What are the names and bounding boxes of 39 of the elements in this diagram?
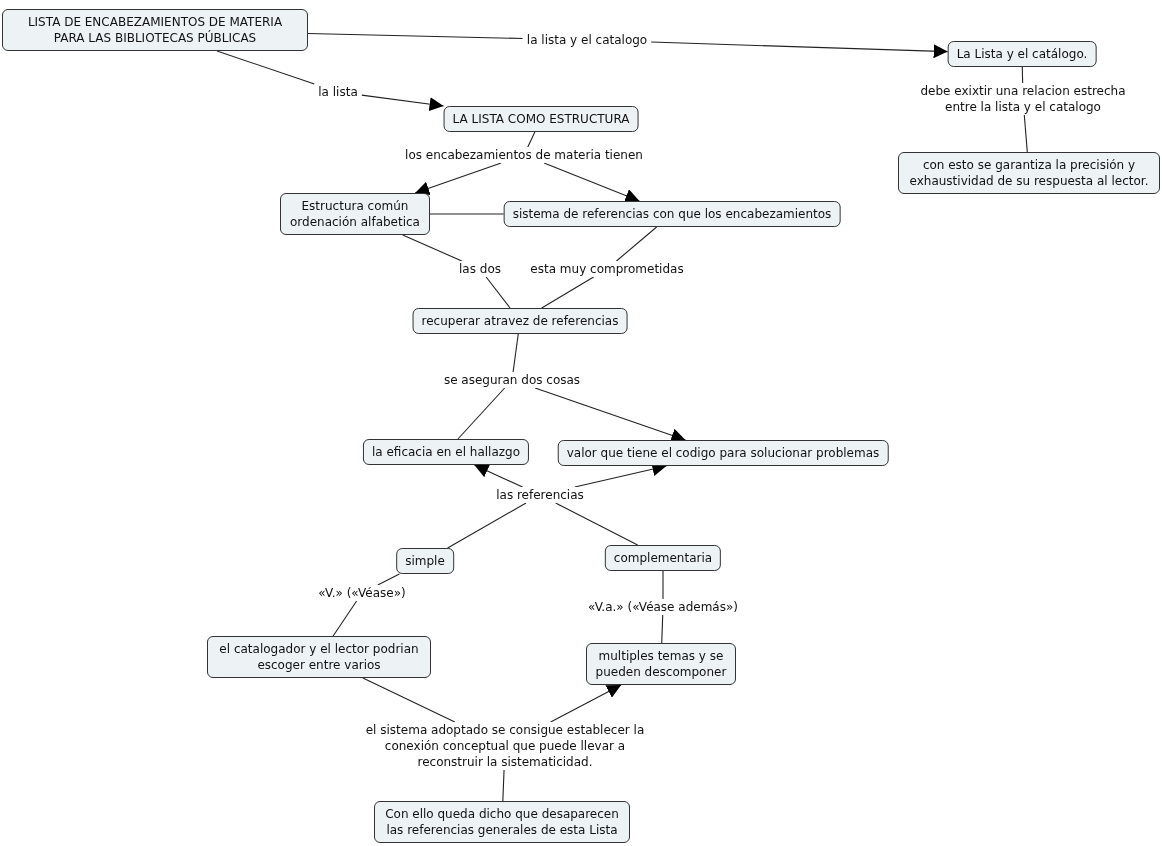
concept-box: simple — [396, 548, 454, 574]
concept-box: Estructura común ordenación alfabetica — [280, 193, 430, 235]
concept-box: el catalogador y el lector podrian escoger entre varios — [207, 636, 431, 678]
connector-line — [307, 33, 524, 40]
concept-box: con esto se garantiza la precisión y exhaustividad de su respuesta al lector. — [898, 152, 1160, 194]
connector-line — [502, 769, 505, 802]
connector-line — [661, 614, 664, 644]
connector-line — [527, 131, 536, 148]
connector-line — [457, 387, 506, 440]
connector-line — [555, 502, 639, 546]
connector-line — [541, 276, 595, 309]
concept-box: Con ello queda dicho que desaparecen las referencias generales de esta Lista — [374, 801, 630, 843]
concept-box: LISTA DE ENCABEZAMIENTOS DE MATERIA PARA LAS BIBLIOTECAS PÚBLICAS — [2, 9, 308, 51]
connector-line — [402, 234, 463, 262]
arrow — [414, 162, 502, 195]
concept-box: LA LISTA COMO ESTRUCTURA — [443, 106, 639, 132]
arrow — [650, 41, 949, 59]
connector-line — [447, 502, 527, 549]
concept-box: La Lista y el catálogo. — [947, 41, 1097, 67]
connector-line — [377, 573, 400, 586]
arrow — [361, 94, 445, 112]
connector-line — [615, 226, 658, 262]
concept-box: complementaria — [604, 545, 722, 571]
connector-line — [429, 213, 505, 215]
arrow — [543, 162, 640, 203]
connector-line — [485, 276, 511, 309]
arrow — [550, 684, 622, 723]
connector-line — [216, 50, 315, 85]
connector-line — [1023, 114, 1028, 153]
concept-box: la eficacia en el hallazgo — [362, 439, 530, 465]
concept-box: recuperar atravez de referencias — [412, 308, 628, 334]
connector-line — [512, 333, 519, 373]
connector-line — [332, 600, 358, 637]
concept-box: multiples temas y se pueden descomponer — [586, 643, 736, 685]
arrow — [473, 464, 524, 488]
connector-line — [662, 570, 664, 600]
concept-box: valor que tiene el codigo para solucionar problemas — [557, 440, 889, 466]
concept-box: sistema de referencias con que los encabezamientos — [503, 201, 841, 227]
connector-line — [362, 677, 456, 723]
